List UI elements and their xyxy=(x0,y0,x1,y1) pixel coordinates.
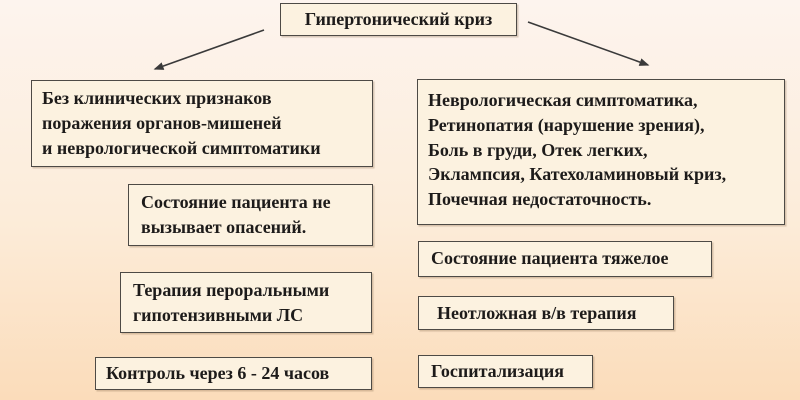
node-left-criteria: Без клинических признаков поражения орга… xyxy=(31,80,373,167)
node-right-therapy: Неотложная в/в терапия xyxy=(418,296,674,330)
node-right-patient-status: Состояние пациента тяжелое xyxy=(418,241,712,277)
arrow-to-left-branch-icon xyxy=(153,29,265,70)
node-right-criteria: Неврологическая симптоматика, Ретинопати… xyxy=(417,79,785,225)
node-title: Гипертонический криз xyxy=(280,3,517,36)
arrow-to-right-branch-icon xyxy=(527,21,650,66)
node-left-therapy: Терапия пероральными гипотензивными ЛС xyxy=(120,272,372,333)
node-left-outcome: Контроль через 6 - 24 часов xyxy=(95,357,372,390)
node-right-outcome: Госпитализация xyxy=(418,355,593,388)
node-left-patient-status: Состояние пациента не вызывает опасений. xyxy=(128,184,373,246)
